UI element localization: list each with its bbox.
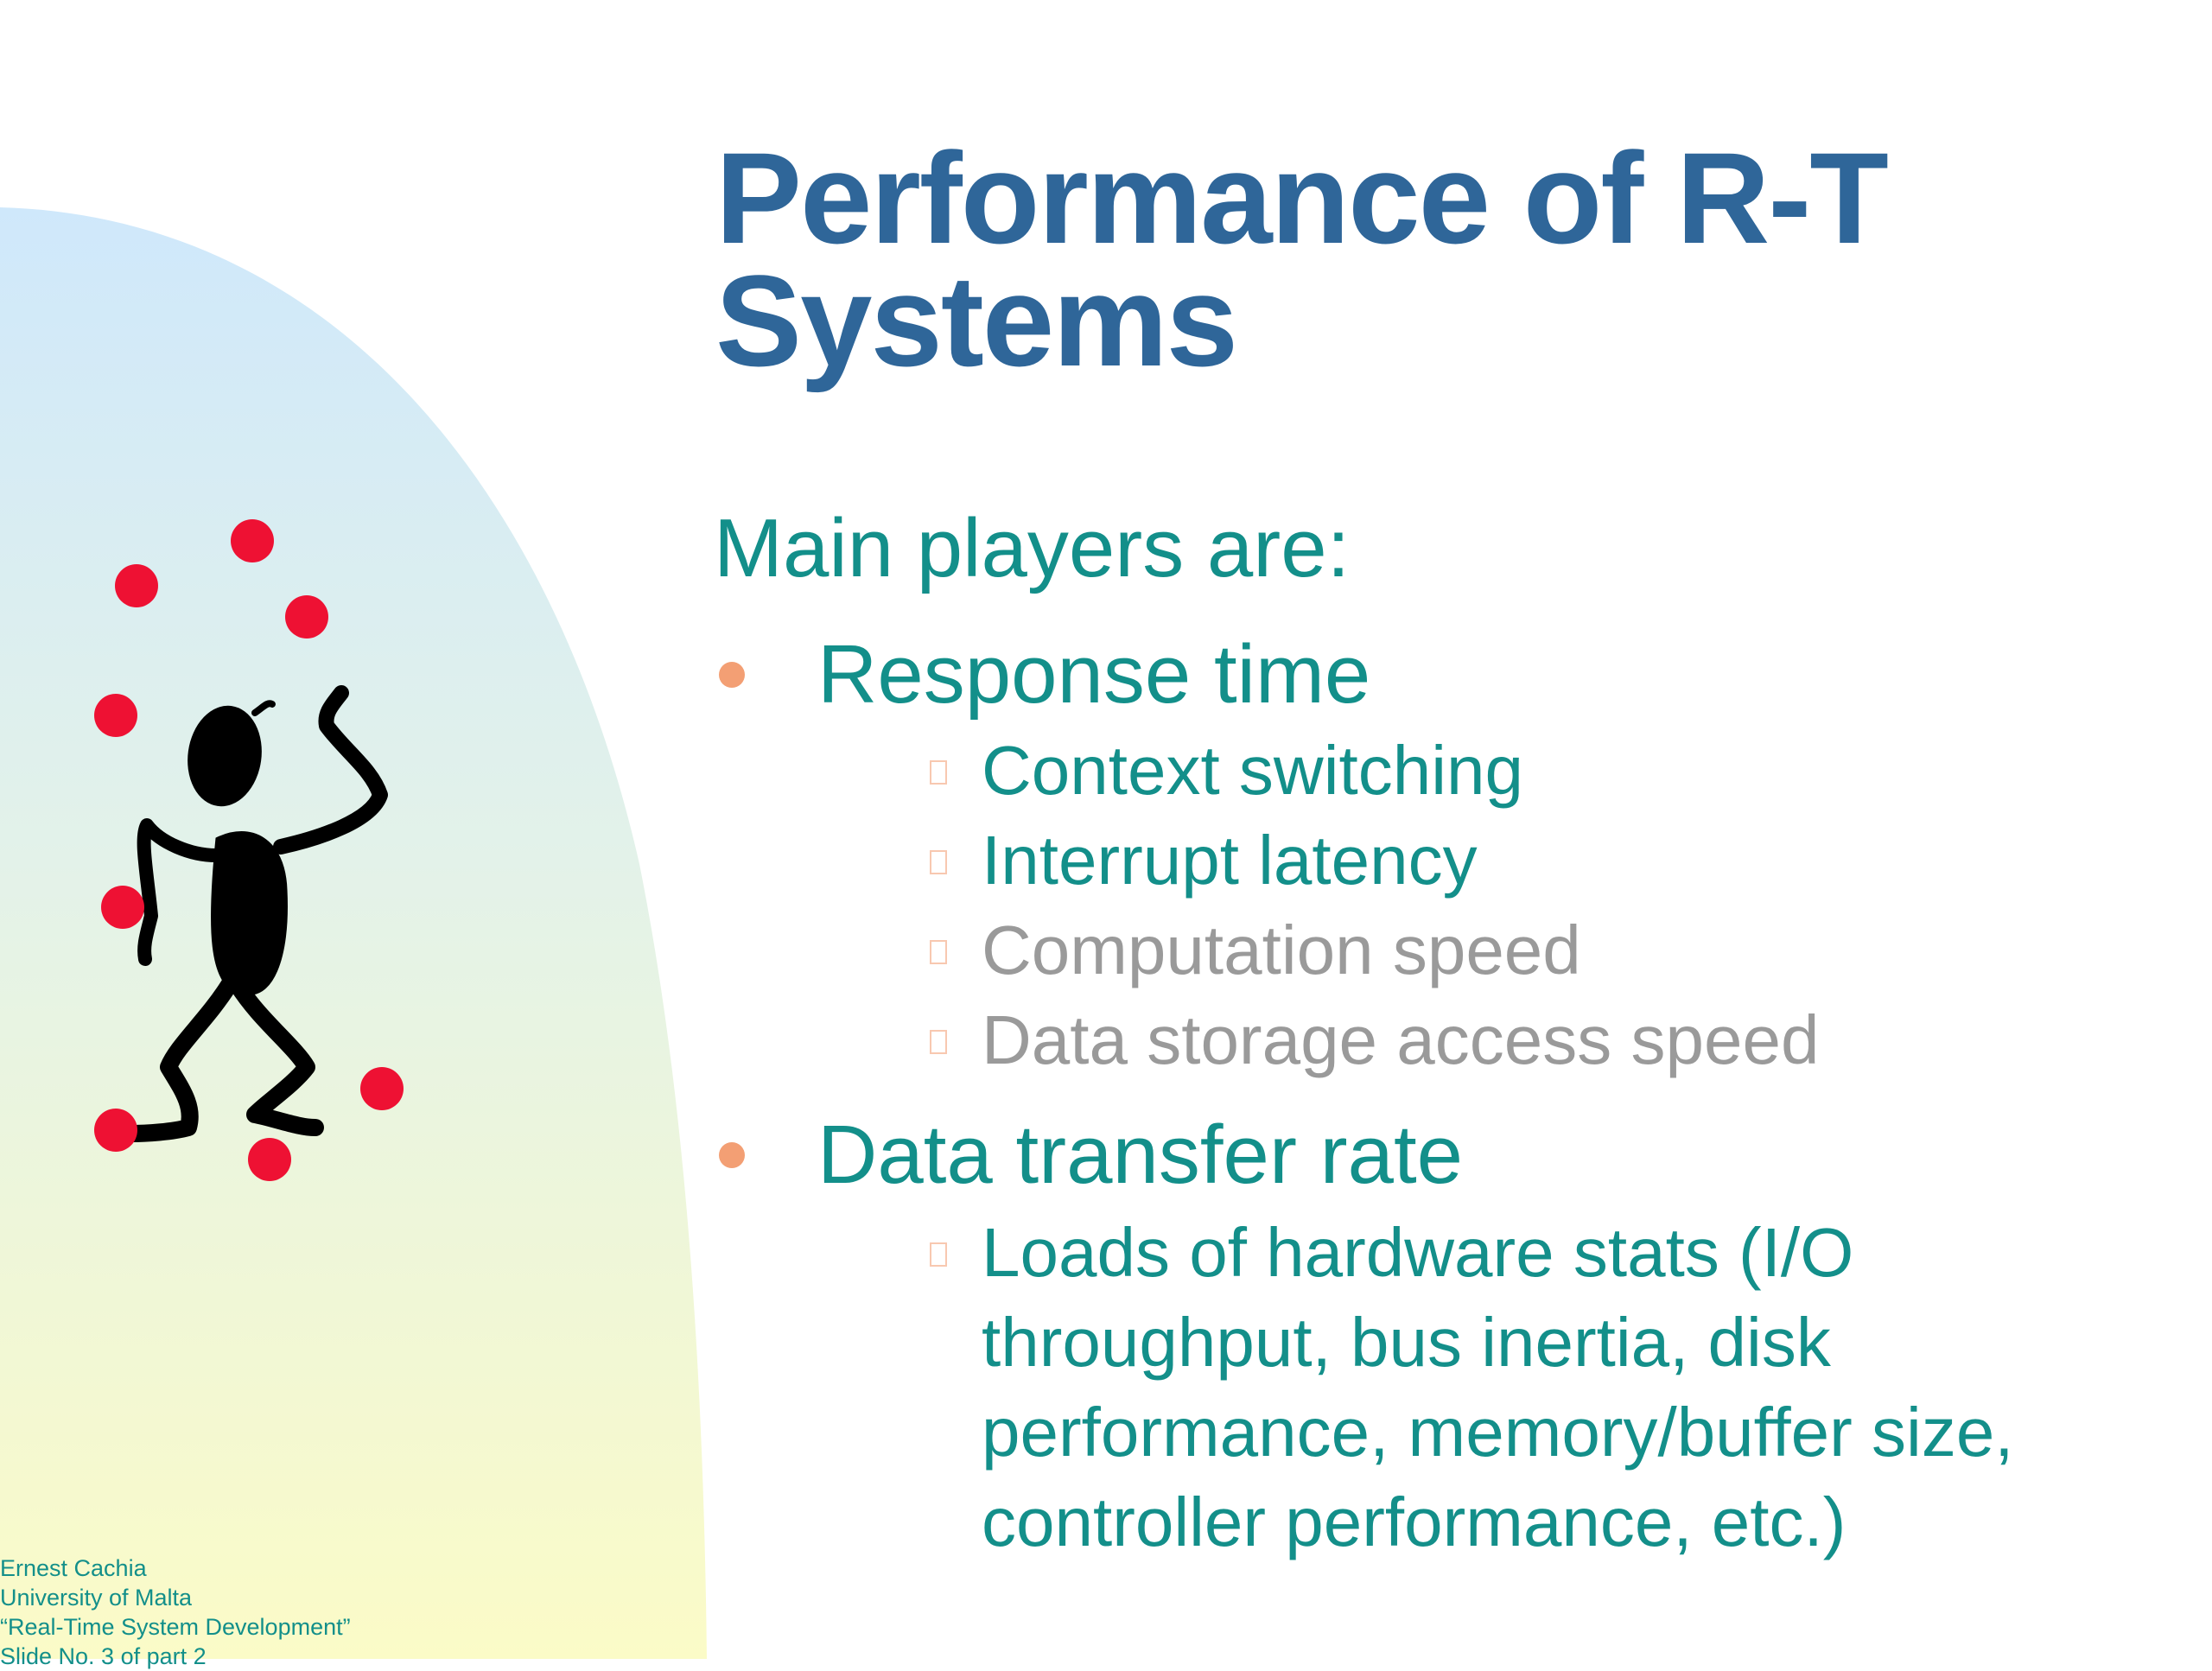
sub-item-text: Data storage access speed: [982, 1001, 1820, 1078]
bullet-label: Data transfer rate: [817, 1109, 1463, 1201]
footer-university: University of Malta: [0, 1585, 193, 1611]
title-line-2: Systems: [715, 248, 1238, 393]
square-bullet-icon: [930, 940, 947, 964]
sub-item-text: Computation speed: [982, 912, 1581, 988]
dot-bullet-icon: [719, 1142, 745, 1168]
sub-item-computation-speed: Computation speed: [930, 905, 1581, 995]
sub-item-text: Interrupt latency: [982, 822, 1478, 899]
sub-item-hardware-stats: Loads of hardware stats (I/O throughput,…: [930, 1208, 2191, 1567]
square-bullet-icon: [930, 760, 947, 785]
intro-text: Main players are:: [714, 502, 1351, 594]
footer-slide-number: Slide No. 3 of part 2: [0, 1643, 207, 1669]
dot-bullet-icon: [719, 662, 745, 688]
square-bullet-icon: [930, 1242, 947, 1267]
bullet-response-time: Response time: [714, 627, 1370, 722]
juggler-icon: [94, 519, 404, 1181]
sub-item-text: Context switching: [982, 732, 1523, 809]
sub-item-data-storage-access-speed: Data storage access speed: [930, 995, 1819, 1085]
square-bullet-icon: [930, 850, 947, 874]
slide-title: Performance of R-T Systems: [715, 125, 1889, 393]
sub-item-interrupt-latency: Interrupt latency: [930, 816, 1478, 905]
footer-author: Ernest Cachia: [0, 1555, 147, 1581]
bullet-label: Response time: [817, 628, 1371, 721]
footer-course: “Real-Time System Development”: [0, 1614, 351, 1640]
bullet-data-transfer-rate: Data transfer rate: [714, 1108, 1463, 1203]
sub-item-context-switching: Context switching: [930, 726, 1523, 816]
sub-item-text: Loads of hardware stats (I/O throughput,…: [982, 1214, 2014, 1560]
square-bullet-icon: [930, 1030, 947, 1054]
title-line-1: Performance of R-T: [715, 125, 1889, 270]
slide-footer: Ernest Cachia University of Malta “Real-…: [0, 1553, 351, 1671]
